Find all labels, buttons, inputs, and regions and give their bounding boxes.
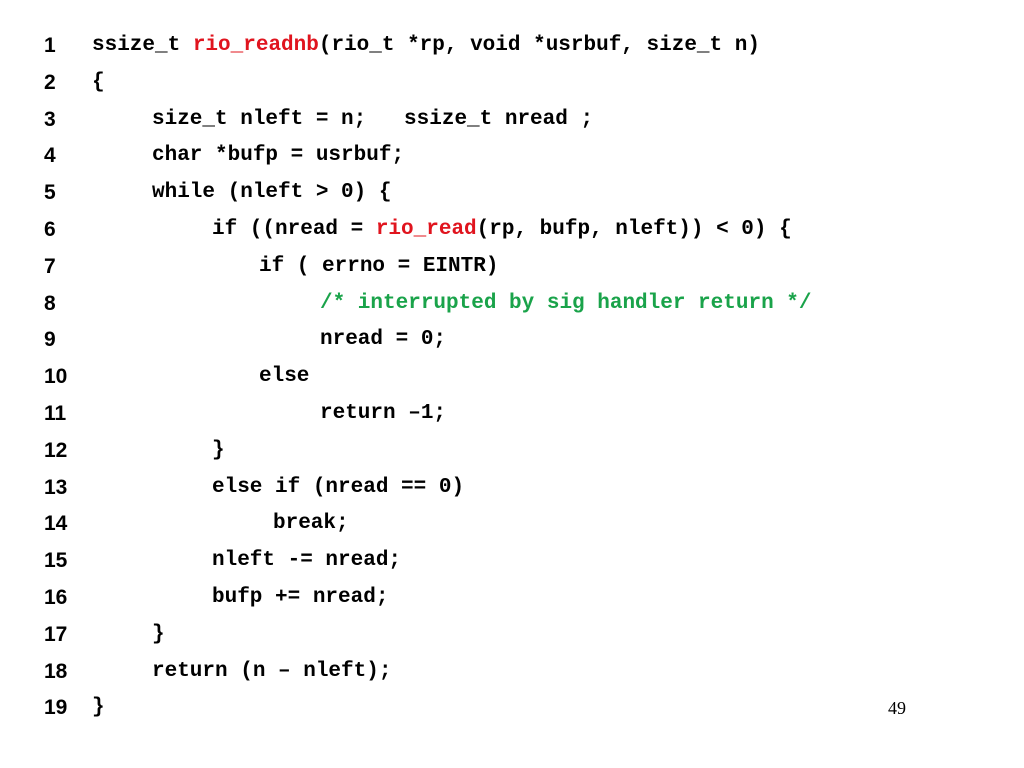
code-segment: { (92, 70, 105, 94)
code-line: 12} (0, 433, 1024, 470)
code-text: else (259, 359, 309, 396)
code-comment: /* interrupted by sig handler return */ (320, 291, 812, 315)
line-number: 15 (44, 549, 68, 573)
code-segment: break; (273, 512, 349, 536)
code-segment: } (92, 696, 105, 720)
code-segment: bufp += nread; (212, 585, 389, 609)
line-number: 8 (44, 291, 56, 315)
code-segment: char *bufp = usrbuf; (152, 144, 405, 168)
code-text: while (nleft > 0) { (152, 175, 391, 212)
code-line: 1 ssize_t rio_readnb(rio_t *rp, void *usr… (0, 28, 1024, 65)
code-segment: nleft -= nread; (212, 549, 402, 573)
code-text: } (92, 690, 105, 727)
code-text: nleft -= nread; (212, 543, 401, 580)
line-number: 11 (44, 401, 67, 425)
code-text: } (212, 433, 225, 470)
code-segment: else if (nread == 0) (212, 475, 465, 499)
code-segment: else (259, 365, 310, 389)
code-text: if ( errno = EINTR) (259, 249, 498, 286)
code-segment: nread = 0; (320, 328, 447, 352)
code-line: 3 size_t nleft = n; ssize_t nread ; (0, 102, 1024, 139)
line-number: 17 (44, 622, 68, 646)
function-name: rio_readnb (192, 34, 319, 57)
line-number: 13 (44, 475, 68, 499)
page-number: 49 (888, 698, 906, 718)
code-segment: ssize_t (92, 34, 193, 57)
code-segment: return (n – nleft); (152, 659, 392, 683)
code-listing: 1 ssize_t rio_readnb(rio_t *rp, void *usr… (0, 28, 1024, 727)
code-text: /* interrupted by sig handler return */ (320, 286, 811, 323)
code-segment: } (152, 622, 165, 646)
line-number: 4 (44, 144, 56, 168)
code-segment: (rp, bufp, nleft)) < 0) { (476, 217, 792, 241)
code-segment: } (212, 438, 225, 462)
function-name: rio_read (375, 217, 477, 241)
code-line: 16 bufp += nread; (0, 580, 1024, 617)
code-line: 9 nread = 0; (0, 322, 1024, 359)
code-text: if ((nread = rio_read(rp, bufp, nleft)) … (212, 212, 792, 249)
code-line: 4 char *bufp = usrbuf; (0, 138, 1024, 175)
line-number: 14 (44, 512, 68, 536)
code-line: 19} (0, 690, 1024, 727)
line-number: 16 (44, 585, 68, 609)
line-number: 7 (44, 254, 56, 278)
line-number: 18 (44, 659, 68, 683)
code-text: char *bufp = usrbuf; (152, 138, 404, 175)
code-segment: while (nleft > 0) { (152, 181, 392, 205)
code-line: 5 while (nleft > 0) { (0, 175, 1024, 212)
code-line: 14 break; (0, 506, 1024, 543)
code-line: 10 else (0, 359, 1024, 396)
code-text: size_t nleft = n; ssize_t nread ; (152, 102, 593, 139)
code-text: } (152, 617, 165, 654)
line-number: 3 (44, 107, 56, 131)
line-number: 6 (44, 217, 56, 241)
line-number: 5 (44, 181, 56, 205)
code-line: 8 /* interrupted by sig handler return */ (0, 286, 1024, 323)
code-line: 15 nleft -= nread; (0, 543, 1024, 580)
code-line: 2{ (0, 65, 1024, 102)
code-line: 11 return –1; (0, 396, 1024, 433)
code-text: ssize_t rio_readnb(rio_t *rp, void *usrb… (92, 28, 760, 65)
code-text: bufp += nread; (212, 580, 388, 617)
line-number: 2 (44, 70, 56, 94)
code-line: 7 if ( errno = EINTR) (0, 249, 1024, 286)
code-line: 17} (0, 617, 1024, 654)
code-line: 6 if ((nread = rio_read(rp, bufp, nleft))… (0, 212, 1024, 249)
code-segment: size_t nleft = n; ssize_t nread ; (152, 107, 594, 131)
line-number: 19 (44, 696, 68, 720)
line-number: 9 (44, 328, 56, 352)
code-text: return (n – nleft); (152, 654, 391, 691)
code-segment: if ( errno = EINTR) (259, 254, 499, 278)
code-line: 13 else if (nread == 0) (0, 470, 1024, 507)
code-text: { (92, 65, 105, 102)
code-line: 18 return (n – nleft); (0, 654, 1024, 691)
code-text: break; (273, 506, 349, 543)
code-text: nread = 0; (320, 322, 446, 359)
code-segment: if ((nread = (212, 217, 376, 241)
code-text: else if (nread == 0) (212, 470, 464, 507)
code-segment: return –1; (320, 401, 447, 425)
line-number: 12 (44, 438, 68, 462)
code-segment: (rio_t *rp, void *usrbuf, size_t n) (318, 34, 760, 57)
line-number: 10 (44, 365, 68, 389)
code-text: return –1; (320, 396, 446, 433)
line-number: 1 (44, 34, 56, 57)
